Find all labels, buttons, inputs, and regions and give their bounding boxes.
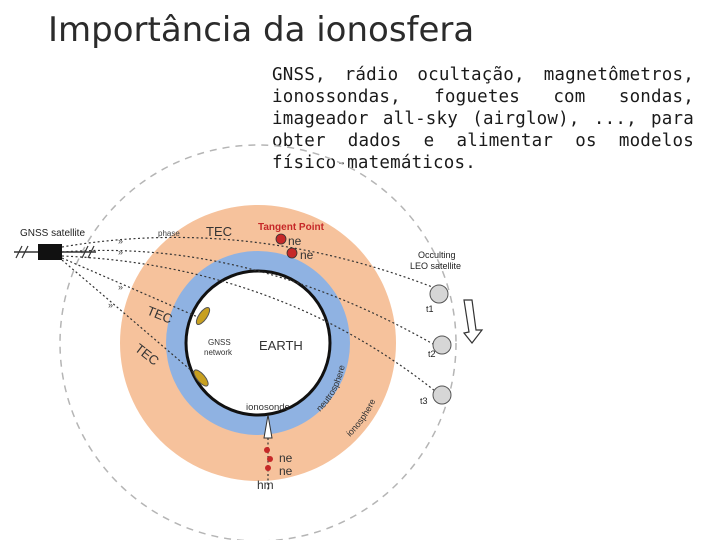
ionosonde-dot — [265, 465, 271, 471]
ionosonde-dot — [267, 456, 273, 462]
gnss-receiver-icon — [195, 306, 211, 326]
t1-label: t1 — [426, 304, 434, 314]
gnss-satellite-tick — [81, 245, 89, 259]
outer-orbit — [59, 144, 457, 540]
gnss-network-label-1: GNSS — [208, 338, 231, 347]
tangent-point-dot — [275, 233, 287, 245]
occulting-label: Occulting — [418, 250, 456, 260]
ne-label-4: ne — [279, 464, 293, 478]
leo-satellite-t2 — [432, 335, 452, 355]
gnss-receiver-icon — [193, 369, 209, 387]
ne-label-1: ne — [288, 234, 302, 248]
gnss-network-label-2: network — [204, 348, 233, 357]
ray-chevron: » — [108, 300, 113, 310]
earth-label: EARTH — [259, 338, 303, 353]
leo-satellite-t3 — [432, 385, 452, 405]
motion-arrow-icon — [462, 299, 484, 344]
tangent-point-label: Tangent Point — [258, 222, 325, 233]
leo-satellite-t1 — [429, 284, 449, 304]
body-text: GNSS, rádio ocultação, magnetômetros, io… — [272, 65, 694, 173]
phase-label: phase — [158, 229, 180, 238]
gnss-satellite-tick — [87, 245, 95, 259]
ionosonde-label: ionosonde — [246, 402, 290, 413]
signal-ray — [61, 249, 441, 349]
signal-ray — [61, 255, 441, 396]
tec-label-top: TEC — [206, 224, 232, 239]
ray-chevron: » — [118, 247, 123, 257]
hm-label: hm — [257, 478, 274, 492]
gnss-satellite-tick — [15, 245, 23, 259]
gnss-satellite-body — [38, 244, 62, 260]
ionosonde-dot — [264, 447, 270, 453]
ray-chevron: » — [118, 236, 123, 246]
gnss-satellite-label: GNSS satellite — [20, 228, 85, 239]
signal-ray — [61, 236, 441, 291]
ne-label-2: ne — [300, 248, 314, 262]
ne-label-3: ne — [279, 451, 293, 465]
tangent-point-dot — [286, 247, 298, 259]
t2-label: t2 — [428, 349, 436, 359]
gnss-satellite-tick — [21, 245, 29, 259]
leo-satellite-label: LEO satellite — [410, 261, 461, 271]
t3-label: t3 — [420, 396, 428, 406]
slide-title: Importância da ionosfera — [48, 10, 475, 50]
signal-ray — [61, 259, 201, 379]
ray-chevron: » — [118, 282, 123, 292]
